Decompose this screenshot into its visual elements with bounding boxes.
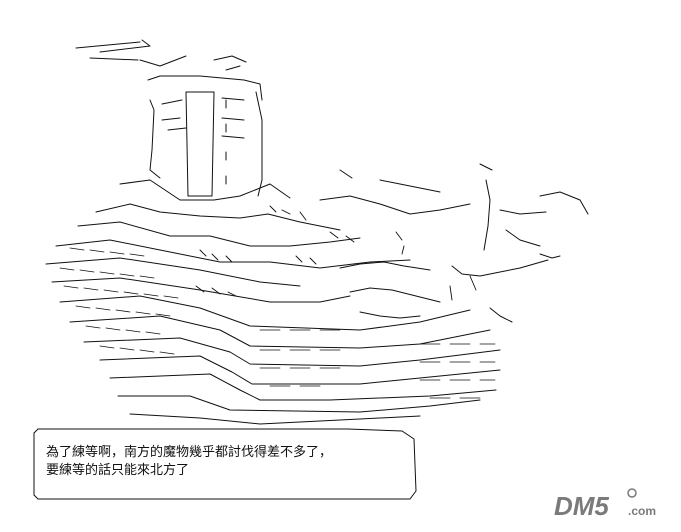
torso-line-11 xyxy=(117,395,481,413)
armor-hatching xyxy=(59,247,496,399)
shoulder-line xyxy=(119,179,291,201)
creature-body-1 xyxy=(339,261,431,271)
creature-head-top xyxy=(339,169,441,193)
torso-line-8 xyxy=(83,337,501,367)
creature-wing-2 xyxy=(505,229,561,259)
torso-line-6 xyxy=(59,295,471,331)
torso-line-9 xyxy=(99,355,501,385)
dm5-watermark: DM5 .com xyxy=(548,485,670,525)
dm5-logo-ornament-icon xyxy=(627,488,637,498)
dm5-logo-domain: .com xyxy=(628,504,656,518)
creature-claw xyxy=(489,307,513,323)
torso-line-4 xyxy=(45,257,301,287)
dialogue-frame-border xyxy=(33,428,417,500)
plume-tip-strokes xyxy=(213,55,247,71)
plume-strokes xyxy=(75,39,187,67)
torso-line-12 xyxy=(129,413,421,425)
dialogue-line-1: 為了練等啊，南方的魔物幾乎都討伐得差不多了， xyxy=(46,445,333,460)
helmet-cheek xyxy=(161,99,187,131)
dm5-logo-text: DM5 xyxy=(554,491,609,521)
glyph-scatter xyxy=(195,205,477,301)
creature-neck xyxy=(319,195,471,215)
dm5-logo-svg: DM5 .com xyxy=(554,488,656,521)
dialogue-box: 為了練等啊，南方的魔物幾乎都討伐得差不多了， 要練等的話只能來北方了 xyxy=(30,425,422,503)
helmet-visor xyxy=(185,91,215,197)
creature-tail-upper xyxy=(479,163,493,251)
helmet-top xyxy=(147,75,263,101)
creature-body-3 xyxy=(359,311,421,319)
torso-line-10 xyxy=(109,373,497,401)
helmet-right xyxy=(255,91,263,197)
torso-line-2 xyxy=(77,221,361,247)
torso-line-3 xyxy=(55,239,411,269)
creature-body-2 xyxy=(349,287,441,303)
helmet-visor-marks xyxy=(221,97,245,185)
dialogue-line-2: 要練等的話只能來北方了 xyxy=(46,463,190,478)
ascii-strokes xyxy=(45,39,589,425)
dialogue-frame xyxy=(33,428,417,500)
creature-wing-1 xyxy=(499,191,589,215)
creature-wing-3 xyxy=(451,259,549,277)
torso-line-1 xyxy=(95,203,341,231)
helmet-left xyxy=(149,99,161,179)
